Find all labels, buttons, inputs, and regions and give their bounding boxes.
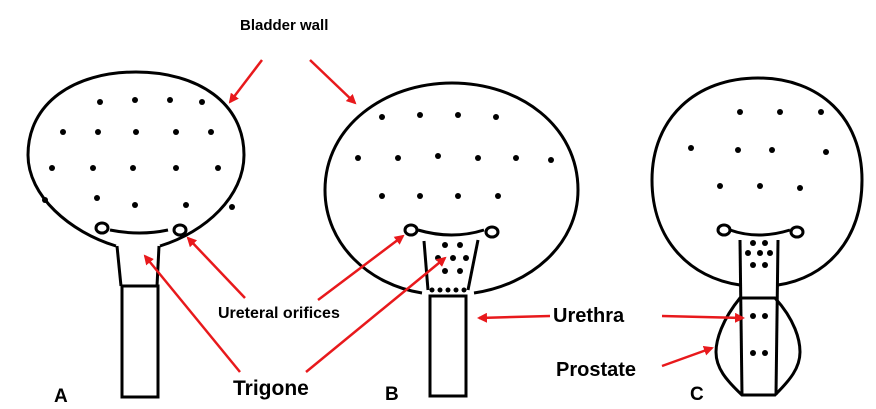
urethra-label: Urethra [553, 305, 625, 327]
panel-b [325, 83, 578, 396]
panel-b-dots [355, 112, 554, 293]
bladder-wall-label: Bladder wall [240, 17, 328, 34]
orifice-arrow-a [188, 238, 245, 298]
panel-a [28, 72, 244, 397]
bladder-b-outline [325, 83, 578, 293]
annotation-arrows [145, 60, 743, 372]
bladder-wall-arrow-a [230, 60, 262, 102]
urethra-a [122, 286, 158, 397]
panel-c [652, 78, 862, 395]
panel-c-dots [688, 109, 829, 356]
panel-label-c: C [690, 384, 704, 405]
urethra-arrow-c [662, 316, 743, 318]
ureteral-orifice-c-right [791, 227, 803, 237]
trigone-b [418, 230, 484, 235]
ureteral-orifice-c-left [718, 225, 730, 235]
urethra-arrow-b [479, 316, 550, 318]
ureteral-orifice-b-right [486, 227, 498, 237]
ureteral-orifice-a-left [96, 223, 108, 233]
prostate-label: Prostate [556, 359, 636, 381]
orifice-arrow-b [318, 236, 403, 300]
trigone-a [110, 230, 168, 233]
panel-label-b: B [385, 384, 399, 405]
prostate-arrow-c [662, 348, 712, 366]
panel-label-a: A [54, 386, 68, 407]
trigone-c [730, 230, 790, 235]
trigone-label: Trigone [233, 377, 309, 400]
bladder-wall-arrow-b [310, 60, 355, 103]
ureteral-orifice-b-left [405, 225, 417, 235]
urethra-b [430, 296, 466, 396]
ureteral-orifice-a-right [174, 225, 186, 235]
panel-a-dots [42, 97, 235, 210]
prostate-c [716, 298, 800, 395]
ureteral-orifices-label: Ureteral orifices [218, 305, 340, 322]
bladder-c-outline [652, 78, 862, 285]
